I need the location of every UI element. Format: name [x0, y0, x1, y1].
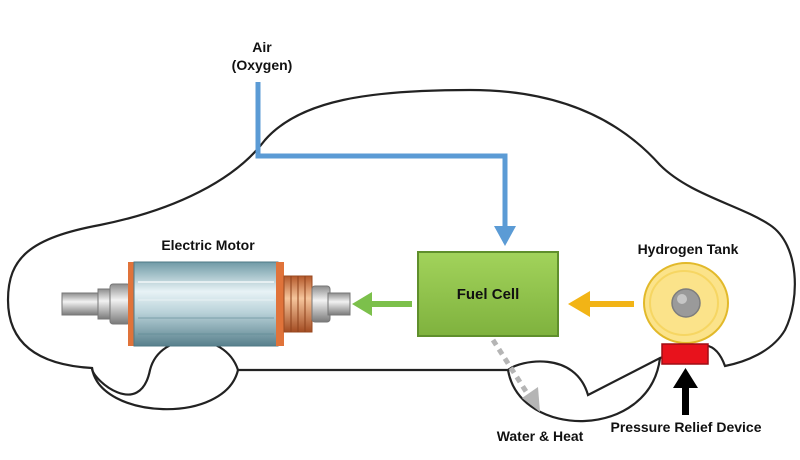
pressure-relief-arrow: [673, 368, 698, 415]
fuel-cell-label: Fuel Cell: [457, 286, 520, 303]
electric-motor-label: Electric Motor: [161, 237, 255, 253]
hydrogen-tank-label: Hydrogen Tank: [638, 241, 739, 257]
air-supply-line: [255, 82, 508, 228]
hydrogen-tank-icon: [643, 262, 729, 344]
rear-wheel-arch: [90, 367, 240, 411]
fuel-cell-box: [417, 251, 559, 337]
air-label-line1: Air: [252, 39, 272, 55]
power-to-motor-arrow: [352, 292, 412, 316]
water-heat-exhaust-arrow: [490, 338, 540, 412]
pressure-relief-device-icon: [661, 343, 709, 365]
air-arrowhead: [494, 226, 516, 246]
electric-motor-icon: [61, 261, 351, 347]
hydrogen-to-fuel-cell-arrow: [568, 291, 634, 317]
water-heat-label: Water & Heat: [497, 428, 584, 444]
car-outline: [6, 88, 796, 397]
pressure-relief-label: Pressure Relief Device: [611, 419, 762, 435]
front-wheel-arch: [506, 357, 662, 423]
air-label-line2: (Oxygen): [232, 57, 293, 73]
